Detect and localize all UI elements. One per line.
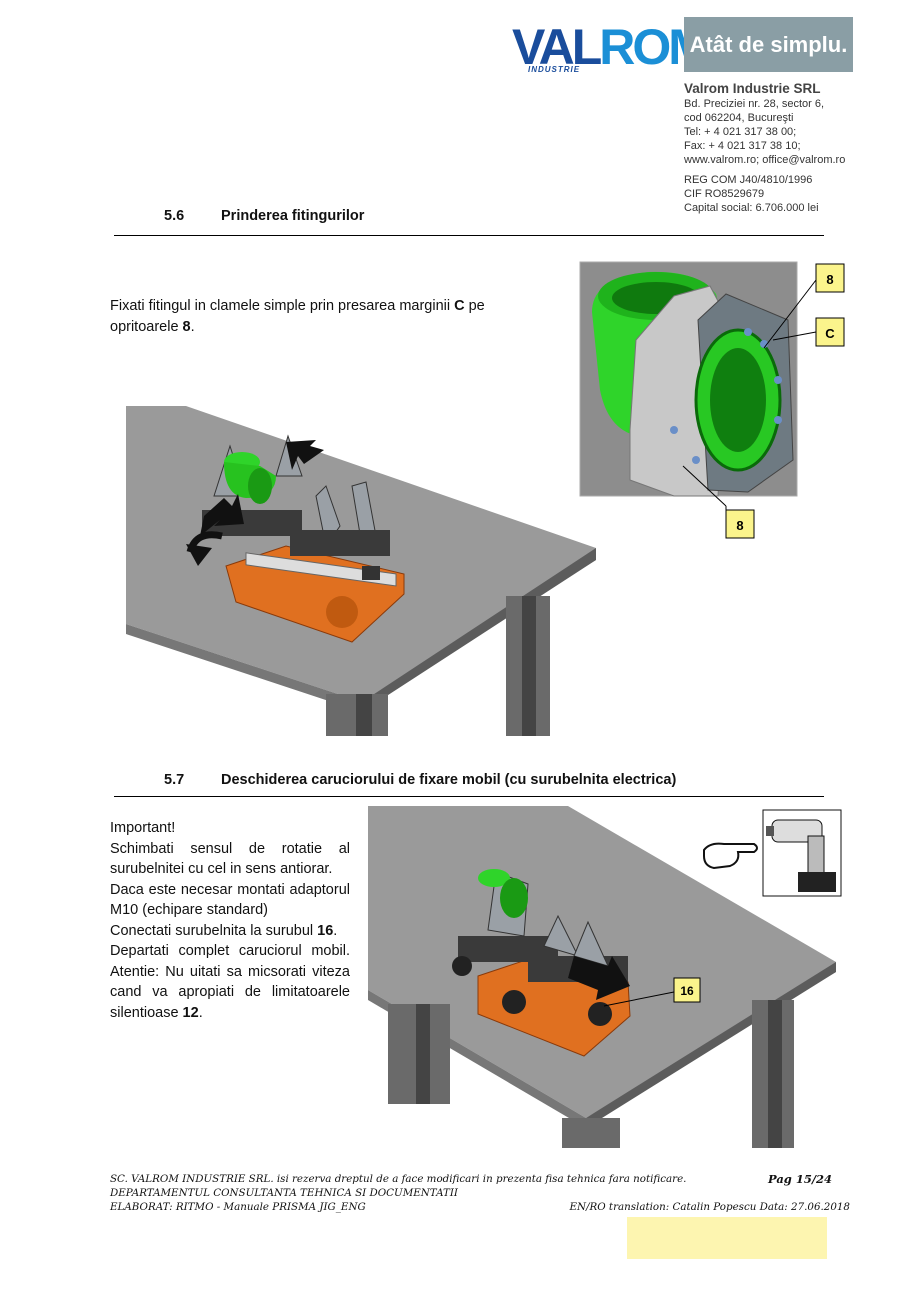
footer-disclaimer: SC. VALROM INDUSTRIE SRL. isi rezerva dr… xyxy=(110,1173,687,1185)
callout-label-c: C xyxy=(825,326,835,341)
cif-line: CIF RO8529679 xyxy=(684,188,765,200)
company-info: Valrom Industrie SRL Bd. Preciziei nr. 2… xyxy=(684,82,884,215)
section-number: 5.6 xyxy=(164,208,185,224)
callout-label-8-top: 8 xyxy=(826,272,833,287)
section-divider xyxy=(114,796,824,797)
page-number: Pag 15/24 xyxy=(768,1172,833,1186)
footer-elaborated: ELABORAT: RITMO - Manuale PRISMA JIG_ENG xyxy=(110,1201,366,1213)
section-divider xyxy=(114,235,824,236)
paragraph-rotation: Schimbati sensul de rotatie al surubelni… xyxy=(110,840,350,878)
logo-text-val: VAL xyxy=(512,19,602,75)
valrom-logo: VALROM INDUSTRIE xyxy=(510,18,710,76)
slogan-banner: Atât de simplu. xyxy=(684,17,853,72)
paragraph-move-carriage: Departati complet caruciorul mobil. Aten… xyxy=(110,943,350,1021)
section-title: Prinderea fitingurilor xyxy=(221,208,365,224)
address-line: cod 062204, Bucureşti xyxy=(684,112,794,124)
section-5-7-text: Important! Schimbati sensul de rotatie a… xyxy=(110,818,350,1023)
fax-line: Fax: + 4 021 317 38 10; xyxy=(684,140,801,152)
important-label: Important! xyxy=(110,820,176,836)
paragraph-connect: Conectati surubelnita la surubul 16. xyxy=(110,922,338,939)
phone-line: Tel: + 4 021 317 38 00; xyxy=(684,126,797,138)
section-5-6-text: Fixati fitingul in clamele simple prin p… xyxy=(110,298,485,335)
section-number: 5.7 xyxy=(164,772,185,788)
callout-label-16: 16 xyxy=(680,984,694,998)
machine-on-table-figure xyxy=(126,406,596,736)
address-line: Bd. Preciziei nr. 28, sector 6, xyxy=(684,98,825,110)
footer-translation: EN/RO translation: Catalin Popescu Data:… xyxy=(569,1201,850,1213)
capital-line: Capital social: 6.706.000 lei xyxy=(684,202,819,214)
yellow-note-area xyxy=(627,1217,827,1259)
web-line: www.valrom.ro; office@valrom.ro xyxy=(684,154,846,166)
logo-subtitle: INDUSTRIE xyxy=(528,65,581,74)
footer-department: DEPARTAMENTUL CONSULTANTA TEHNICA SI DOC… xyxy=(110,1187,458,1199)
section-title: Deschiderea caruciorului de fixare mobil… xyxy=(221,772,677,788)
reg-line: REG COM J40/4810/1996 xyxy=(684,174,813,186)
paragraph-adapter: Daca este necesar montati adaptorul M10 … xyxy=(110,881,350,919)
carriage-opening-figure: 16 xyxy=(368,806,842,1148)
company-name: Valrom Industrie SRL xyxy=(684,81,821,96)
fitting-clamp-figure: 8 C 8 xyxy=(579,261,845,539)
callout-label-8-bottom: 8 xyxy=(736,518,743,533)
page-footer: SC. VALROM INDUSTRIE SRL. isi rezerva dr… xyxy=(110,1172,850,1214)
